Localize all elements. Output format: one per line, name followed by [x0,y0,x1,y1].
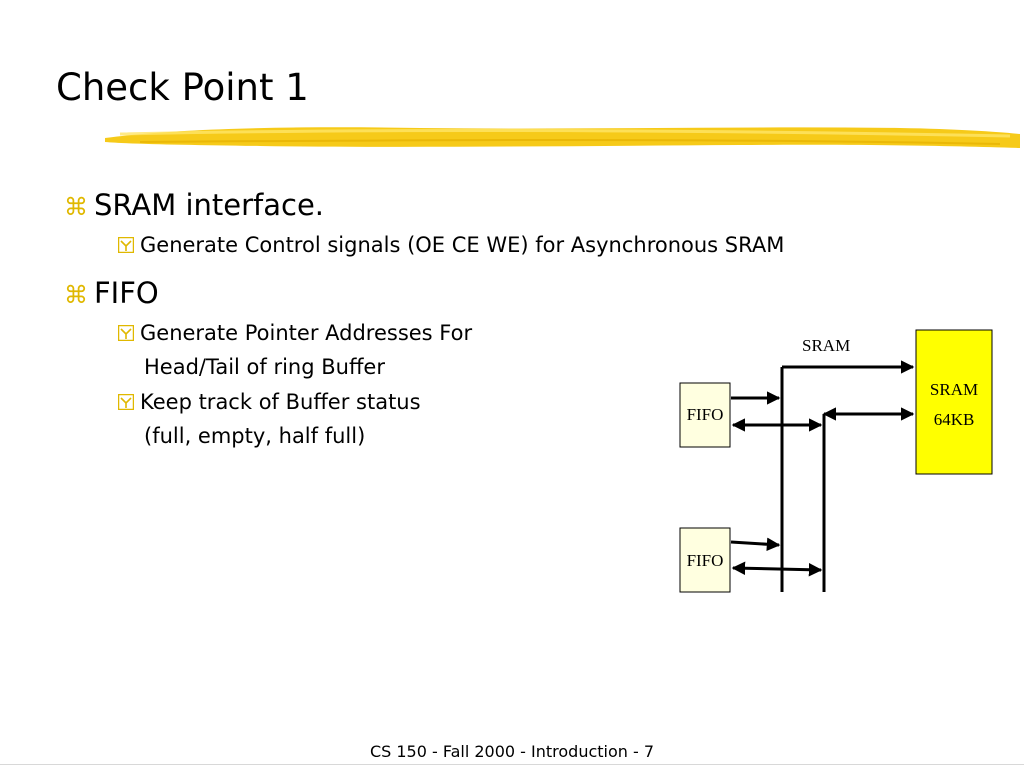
subbullet-text: Generate Control signals (OE CE WE) for … [140,233,785,257]
checkbox-bullet-icon [118,237,134,253]
slide-title: Check Point 1 [56,66,309,109]
bullet-fifo: ⌘ FIFO [64,276,159,310]
subbullet-text-line1: Generate Pointer Addresses For [140,321,473,345]
sram-block [915,329,993,475]
checkbox-bullet-icon [118,325,134,341]
title-underline-brush [105,127,1020,148]
subbullet-buffer-status: Keep track of Buffer status (full, empty… [118,385,421,453]
subbullet-control-signals: Generate Control signals (OE CE WE) for … [118,228,784,262]
fifo-bottom-block [679,527,731,593]
command-key-bullet-icon: ⌘ [64,193,88,221]
fifo-bottom-data-arrow [731,561,823,577]
fifo-bottom-label: FIFO [687,551,724,570]
subbullet-text-line2: (full, empty, half full) [144,424,366,448]
sram-block-label-line2: 64KB [934,410,975,429]
fifo-bottom-addr-arrow [730,537,781,551]
bullet-sram-interface: ⌘ SRAM interface. [64,188,324,222]
fifo-top-block [679,382,731,448]
bullet-text: FIFO [94,276,159,310]
bullet-text: SRAM interface. [94,188,325,222]
sram-block-label-line1: SRAM [930,380,978,399]
checkbox-bullet-icon [118,394,134,410]
subbullet-pointer-addresses: Generate Pointer Addresses For Head/Tail… [118,316,472,384]
command-key-bullet-icon: ⌘ [64,281,88,309]
bus-label: SRAM [802,336,850,355]
subbullet-text-line1: Keep track of Buffer status [140,390,421,414]
footer-divider [0,764,1024,765]
subbullet-text-line2: Head/Tail of ring Buffer [144,355,385,379]
slide-footer: CS 150 - Fall 2000 - Introduction - 7 [369,742,655,761]
fifo-top-label: FIFO [687,405,724,424]
